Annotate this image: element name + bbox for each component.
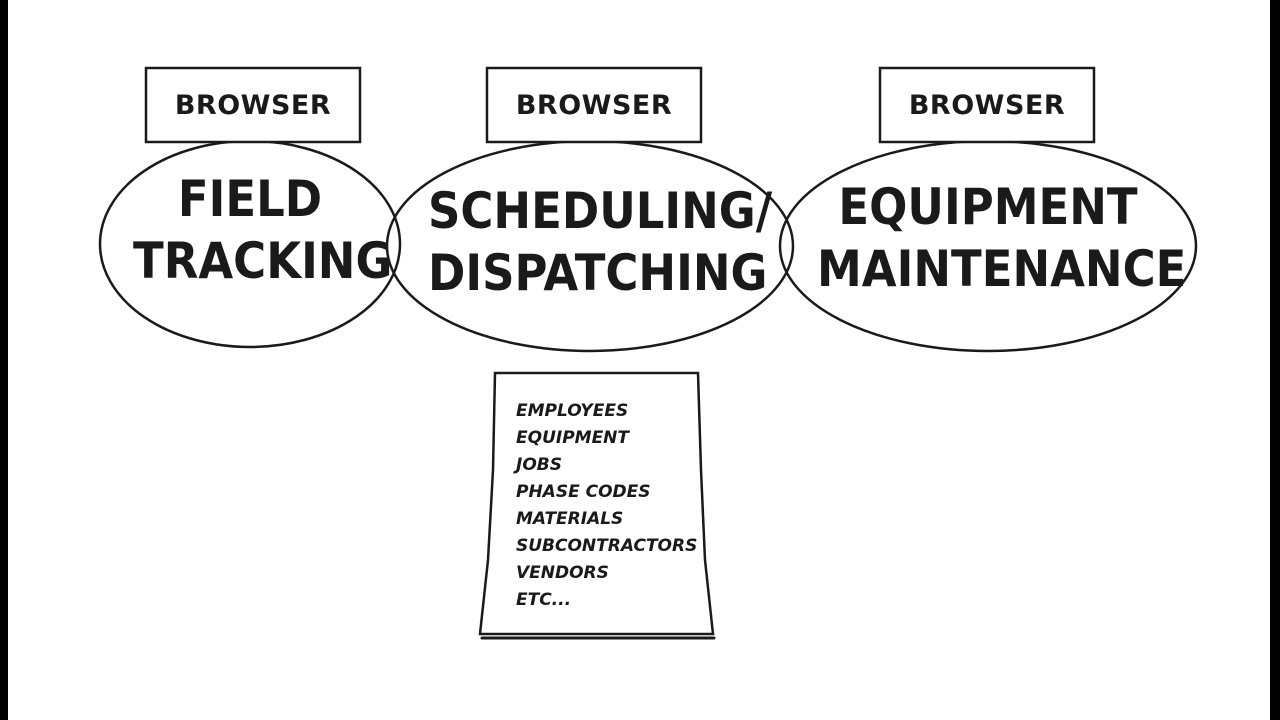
browser-box-2 [485,66,703,144]
browser-label-3: BROWSER [908,89,1066,121]
equipment-maintenance-line-2: MAINTENANCE [817,240,1187,298]
browser-box-3 [878,66,1096,144]
equipment-maintenance-title: EQUIPMENT MAINTENANCE [817,176,1187,300]
scheduling-dispatching-line-1: SCHEDULING/ [428,182,773,240]
diagram-canvas: BROWSER BROWSER BROWSER FIELD TRACKING S… [8,0,1270,720]
document-item: MATERIALS [516,509,624,529]
browser-label-2: BROWSER [515,89,673,121]
document-item: PHASE CODES [516,482,651,502]
document-item: JOBS [516,455,562,475]
equipment-maintenance-line-1: EQUIPMENT [838,178,1138,236]
document-item-list: EMPLOYEES EQUIPMENT JOBS PHASE CODES MAT… [516,398,697,614]
document-item: SUBCONTRACTORS [516,536,698,556]
document-item: VENDORS [516,563,609,583]
diagram-shapes [98,66,1198,640]
browser-box-1 [144,66,362,144]
field-tracking-line-2: TRACKING [133,232,393,290]
document-item: EMPLOYEES [516,401,629,421]
document-item: ETC... [516,590,572,610]
document-item: EQUIPMENT [516,428,630,448]
field-tracking-line-1: FIELD [177,170,323,228]
browser-label-1: BROWSER [174,89,332,121]
document-page [478,371,715,636]
scheduling-dispatching-title: SCHEDULING/ DISPATCHING [428,180,773,304]
scheduling-dispatching-line-2: DISPATCHING [428,244,768,302]
field-tracking-title: FIELD TRACKING [133,168,393,292]
